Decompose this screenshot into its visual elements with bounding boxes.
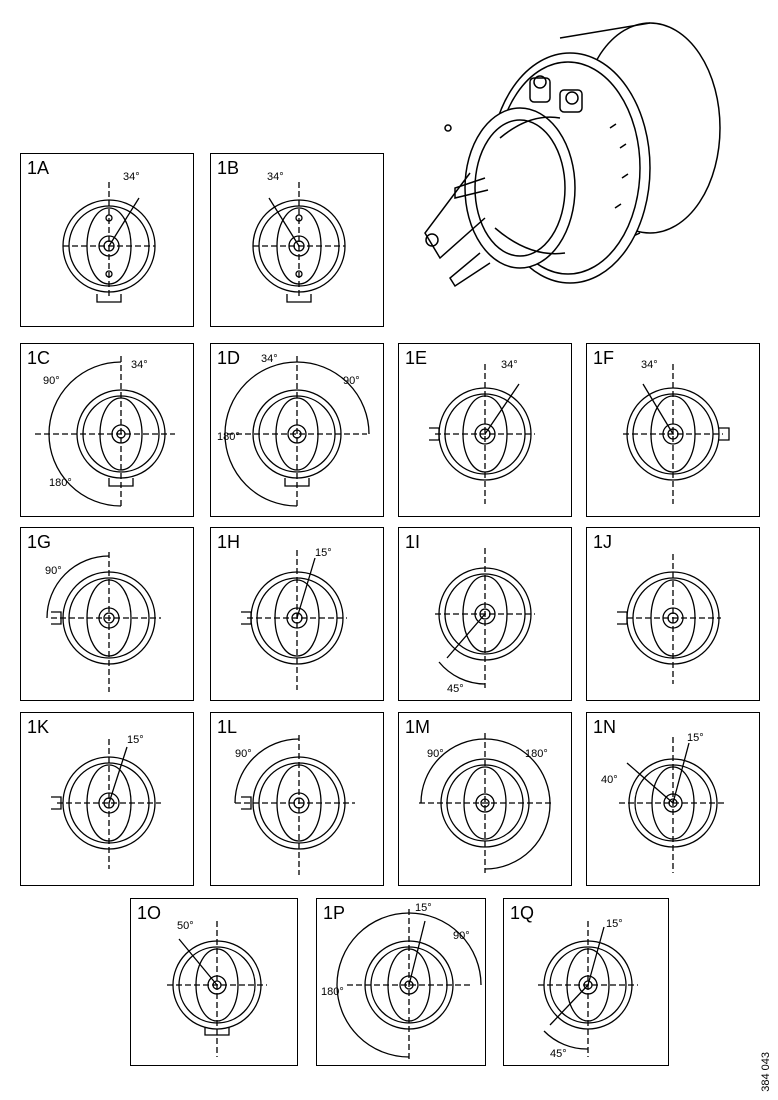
panel-1q: 1Q 15° 45°: [503, 898, 669, 1066]
panel-label: 1J: [593, 532, 613, 552]
panel-1n: 1N 15° 40°: [586, 712, 760, 886]
angle-label: 34°: [261, 353, 278, 365]
angle-label: 180°: [525, 748, 548, 760]
angle-label: 15°: [315, 547, 332, 559]
panel-label: 1Q: [510, 903, 535, 923]
chamber-diagram: 15° 90° 180°: [321, 902, 482, 1059]
panel-1m: 1M 90° 180°: [398, 712, 572, 886]
angle-label: 34°: [641, 359, 658, 371]
chamber-diagram: 50°: [167, 920, 267, 1057]
panel-label: 1C: [27, 348, 51, 368]
panel-1l: 1L 90°: [210, 712, 384, 886]
chamber-diagram: 15° 40°: [601, 732, 727, 873]
angle-label: 90°: [453, 930, 470, 942]
angle-label: 15°: [127, 734, 144, 746]
panel-label: 1P: [323, 903, 346, 923]
angle-label: 34°: [123, 171, 140, 183]
panel-1p: 1P 15° 90° 180°: [316, 898, 486, 1066]
chamber-diagram: [617, 554, 721, 684]
panel-1f: 1F 34°: [586, 343, 760, 517]
panel-label: 1E: [405, 348, 428, 368]
angle-label: 34°: [131, 359, 148, 371]
panel-1i: 1I 45°: [398, 527, 572, 701]
panel-label: 1N: [593, 717, 617, 737]
panel-label: 1K: [27, 717, 50, 737]
panel-label: 1L: [217, 717, 238, 737]
panel-label: 1D: [217, 348, 241, 368]
panel-label: 1G: [27, 532, 52, 552]
panel-label: 1A: [27, 158, 50, 178]
chamber-diagram: 15°: [51, 734, 161, 869]
panel-label: 1H: [217, 532, 241, 552]
chamber-diagram: 34°: [623, 359, 730, 504]
chamber-diagram: 45°: [435, 548, 535, 695]
chamber-diagram: 34°: [252, 171, 346, 303]
angle-label: 90°: [45, 565, 62, 577]
chamber-diagram: 90° 180°: [419, 733, 553, 873]
angle-label: 45°: [550, 1048, 567, 1060]
chamber-diagram: 90°: [45, 552, 161, 692]
panel-label: 1O: [137, 903, 162, 923]
angle-label: 40°: [601, 774, 618, 786]
chamber-diagram: 90°: [234, 735, 355, 875]
angle-label: 90°: [235, 748, 252, 760]
chamber-diagram: 34°: [62, 171, 156, 303]
chamber-outline: [62, 182, 156, 303]
angle-label: 90°: [427, 748, 444, 760]
panel-1a: 1A 34°: [20, 153, 194, 327]
panel-1j: 1J: [586, 527, 760, 701]
panel-1h: 1H 15°: [210, 527, 384, 701]
brake-chamber-illustration: [424, 22, 721, 288]
panel-1d: 1D 34° 90° 180°: [210, 343, 384, 517]
angle-label: 34°: [267, 171, 284, 183]
chamber-diagram: 15°: [241, 547, 347, 690]
angle-label: 90°: [343, 375, 360, 387]
angle-label: 15°: [687, 732, 704, 744]
angle-label: 50°: [177, 920, 194, 932]
angle-label: 15°: [606, 918, 623, 930]
panel-1e: 1E 34°: [398, 343, 572, 517]
panel-1g: 1G 90°: [20, 527, 194, 701]
document-number: 384 043: [760, 1052, 772, 1092]
angle-label: 180°: [321, 986, 344, 998]
angle-label: 15°: [415, 902, 432, 914]
panel-label: 1F: [593, 348, 615, 368]
angle-label: 90°: [43, 375, 60, 387]
panel-label: 1I: [405, 532, 421, 552]
panel-1o: 1O 50°: [130, 898, 298, 1066]
chamber-diagram: 15° 45°: [538, 918, 638, 1060]
panel-1c: 1C 90° 34° 180°: [20, 343, 194, 517]
chamber-diagram: 90° 34° 180°: [35, 356, 175, 507]
angle-label: 34°: [501, 359, 518, 371]
panel-label: 1B: [217, 158, 240, 178]
panel-label: 1M: [405, 717, 431, 737]
angle-label: 180°: [49, 477, 72, 489]
panel-1b: 1B 34°: [210, 153, 384, 327]
chamber-diagram: 34° 90° 180°: [217, 353, 370, 507]
panel-1k: 1K 15°: [20, 712, 194, 886]
angle-label: 45°: [447, 683, 464, 695]
chamber-diagram: 34°: [429, 359, 535, 504]
angle-label: 180°: [217, 431, 240, 443]
